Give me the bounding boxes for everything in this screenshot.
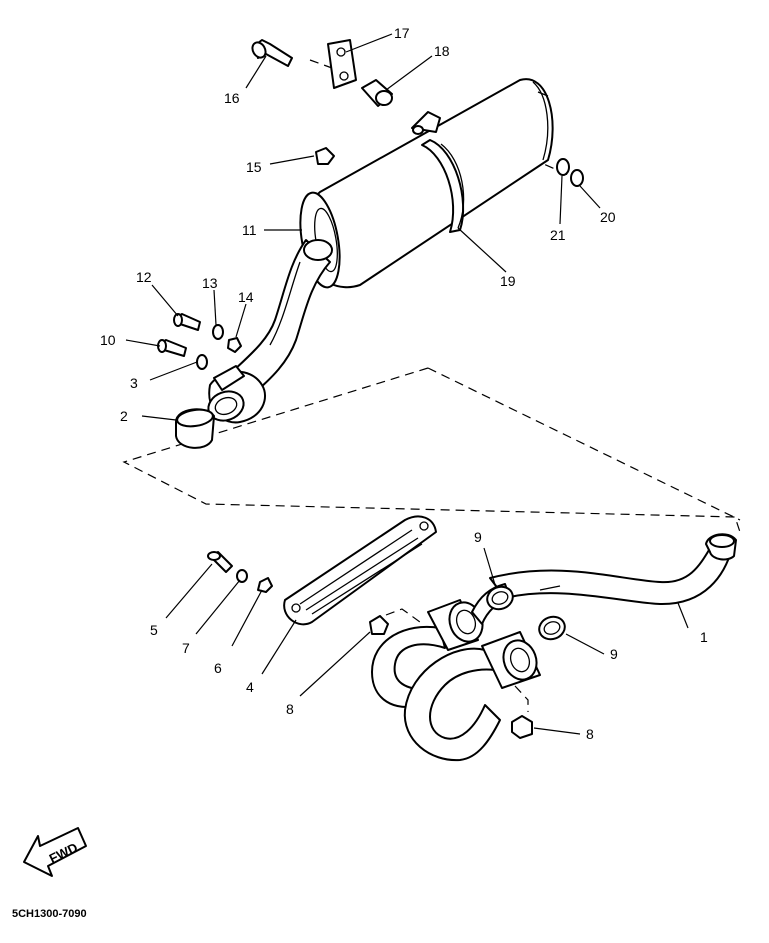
upper-fasteners	[157, 39, 584, 370]
callout-1: 1	[700, 629, 708, 645]
muffler	[299, 78, 554, 289]
pipe-gaskets	[486, 585, 566, 641]
callout-3: 3	[130, 375, 138, 391]
callout-9-lower: 9	[610, 646, 618, 662]
lower-fasteners	[207, 551, 533, 739]
exhaust-pipe	[371, 533, 737, 762]
callout-9-upper: 9	[474, 529, 482, 545]
drawing-code: 5CH1300-7090	[12, 908, 87, 920]
callout-2: 2	[120, 408, 128, 424]
fwd-arrow-icon: FWD	[23, 827, 87, 877]
callout-labels: 1 2 3 4 5 6 7 8 8 9 9 10 11 12 13 14 15 …	[100, 25, 708, 742]
callout-4: 4	[246, 679, 254, 695]
callout-12: 12	[136, 269, 152, 285]
callout-21: 21	[550, 227, 566, 243]
callout-11: 11	[242, 222, 257, 238]
heat-protector	[283, 515, 437, 626]
callout-8-upper: 8	[286, 701, 294, 717]
callout-7: 7	[182, 640, 190, 656]
leader-lines	[125, 33, 689, 735]
muffler-inlet-pipe	[207, 239, 333, 424]
callout-13: 13	[202, 275, 218, 291]
callout-6: 6	[214, 660, 222, 676]
callout-19: 19	[500, 273, 516, 289]
callout-17: 17	[394, 25, 410, 41]
callout-18: 18	[434, 43, 450, 59]
callout-5: 5	[150, 622, 158, 638]
callout-10: 10	[100, 332, 116, 348]
callout-16: 16	[224, 90, 240, 106]
callout-14: 14	[238, 289, 254, 305]
callout-8-lower: 8	[586, 726, 594, 742]
callout-20: 20	[600, 209, 616, 225]
gasket-ring	[175, 408, 215, 449]
callout-15: 15	[246, 159, 262, 175]
